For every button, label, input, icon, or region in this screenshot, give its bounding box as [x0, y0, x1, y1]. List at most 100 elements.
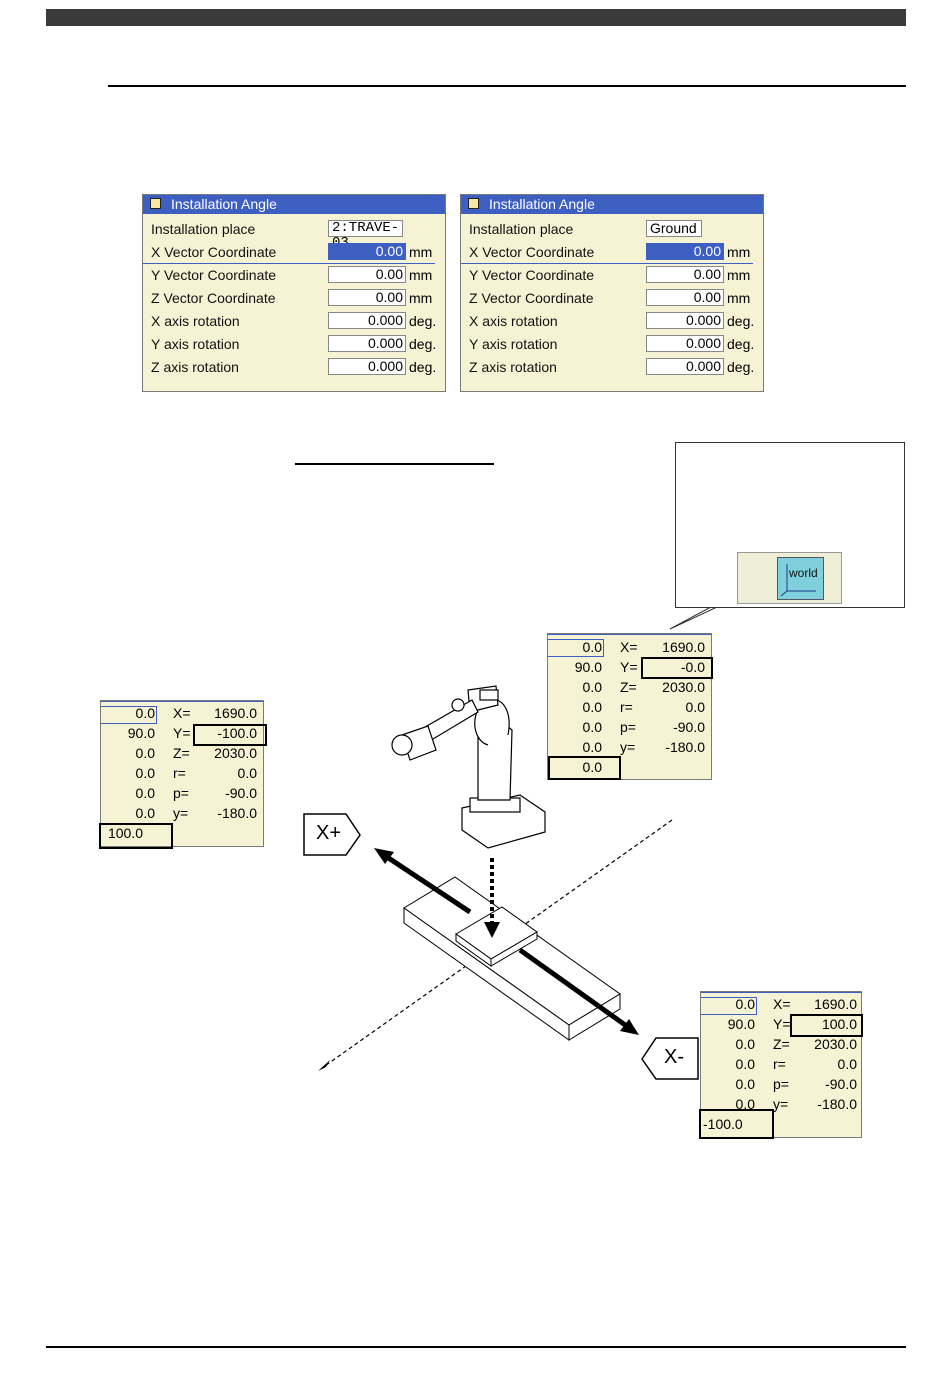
- z-vector-field[interactable]: 0.00: [328, 289, 406, 306]
- section-rule: [108, 85, 906, 87]
- z-rotation-field[interactable]: 0.000: [328, 358, 406, 375]
- unit-label: deg.: [409, 336, 437, 352]
- y-rotation-field[interactable]: 0.000: [328, 335, 406, 352]
- axis-value: 2030.0: [662, 679, 705, 695]
- row-label: Z axis rotation: [469, 359, 557, 375]
- joint-value: 90.0: [574, 659, 602, 675]
- axis-value: 100.0: [821, 1016, 857, 1032]
- axis-value: -90.0: [225, 785, 257, 801]
- world-label: world: [789, 566, 818, 580]
- panel-row-travel: 0.0: [548, 759, 711, 779]
- axis-key: Z=: [773, 1036, 790, 1052]
- row-y-rotation: Y axis rotation 0.000 deg.: [143, 333, 445, 356]
- highlight-travel-value: [699, 1109, 774, 1139]
- axis-key: Z=: [173, 745, 190, 761]
- x-vector-field[interactable]: 0.00: [328, 243, 406, 260]
- axis-key: r=: [773, 1056, 786, 1072]
- axis-value: 2030.0: [214, 745, 257, 761]
- axis-key: X=: [620, 639, 638, 655]
- row-label: Z Vector Coordinate: [469, 290, 594, 306]
- panel-top-line: [548, 634, 711, 635]
- footer-rule: [46, 1346, 906, 1348]
- joint-value: 0.0: [135, 765, 155, 781]
- x-vector-field[interactable]: 0.00: [646, 243, 724, 260]
- window-icon: [150, 198, 161, 209]
- x-rotation-field[interactable]: 0.000: [646, 312, 724, 329]
- panel-top-line: [101, 701, 263, 702]
- x-minus-label: X-: [664, 1046, 684, 1068]
- joint-value: 0.0: [735, 1096, 755, 1112]
- joint-value: 0.0: [135, 705, 155, 721]
- axis-value: 1690.0: [662, 639, 705, 655]
- y-rotation-field[interactable]: 0.000: [646, 335, 724, 352]
- z-vector-field[interactable]: 0.00: [646, 289, 724, 306]
- axis-value: 0.0: [837, 1056, 857, 1072]
- unit-label: mm: [409, 244, 433, 260]
- axis-key: X=: [173, 705, 191, 721]
- unit-label: deg.: [409, 359, 437, 375]
- unit-label: deg.: [409, 313, 437, 329]
- selected-joint-cell: [701, 997, 757, 1015]
- row-label: Z axis rotation: [151, 359, 239, 375]
- row-label: X axis rotation: [151, 313, 240, 329]
- axis-value: 1690.0: [214, 705, 257, 721]
- highlight-travel-value: [548, 756, 621, 780]
- x-rotation-field[interactable]: 0.000: [328, 312, 406, 329]
- axis-key: p=: [173, 785, 189, 801]
- dialog-title: Installation Angle: [171, 196, 277, 212]
- panel-row-travel: 100.0: [101, 825, 263, 845]
- axis-key: Z=: [620, 679, 637, 695]
- row-label: Y Vector Coordinate: [469, 267, 595, 283]
- z-rotation-field[interactable]: 0.000: [646, 358, 724, 375]
- selected-joint-cell: [101, 706, 157, 724]
- joint-value: 0.0: [582, 739, 602, 755]
- travel-axis-value: -100.0: [703, 1116, 743, 1132]
- row-z-rotation: Z axis rotation 0.000 deg.: [143, 356, 445, 379]
- row-x-rotation: X axis rotation 0.000 deg.: [461, 310, 763, 333]
- dialog-titlebar: Installation Angle: [461, 195, 763, 214]
- row-label: Y Vector Coordinate: [151, 267, 277, 283]
- joint-value: 0.0: [135, 805, 155, 821]
- panel-row: 0.0 Z= 2030.0: [101, 745, 263, 765]
- row-label: Installation place: [151, 221, 256, 237]
- axis-key: y=: [173, 805, 189, 821]
- unit-label: mm: [727, 290, 751, 306]
- highlight-y-value: [641, 657, 713, 679]
- x-plus-arrow-shaft: [382, 852, 472, 915]
- y-vector-field[interactable]: 0.00: [646, 266, 724, 283]
- joint-value: 0.0: [735, 1056, 755, 1072]
- row-separator: [143, 263, 435, 264]
- joint-value: 0.0: [135, 745, 155, 761]
- axis-value: -0.0: [680, 659, 705, 675]
- y-vector-field[interactable]: 0.00: [328, 266, 406, 283]
- panel-row: 0.0 X= 1690.0: [101, 705, 263, 725]
- row-label: X axis rotation: [469, 313, 558, 329]
- row-y-rotation: Y axis rotation 0.000 deg.: [461, 333, 763, 356]
- unit-label: mm: [409, 267, 433, 283]
- row-label: Z Vector Coordinate: [151, 290, 276, 306]
- robot-illustration: [391, 685, 546, 849]
- axis-key: y=: [620, 739, 636, 755]
- row-x-rotation: X axis rotation 0.000 deg.: [143, 310, 445, 333]
- joint-value: 0.0: [582, 699, 602, 715]
- mount-arrowhead: [484, 922, 500, 938]
- installation-angle-dialog-ground: Installation Angle Installation place Gr…: [460, 194, 764, 392]
- axis-key: Y=: [173, 725, 191, 741]
- world-coordinate-button[interactable]: world: [777, 557, 824, 600]
- x-plus-label: X+: [316, 822, 342, 844]
- y-axis-dashed-line: [321, 819, 673, 1069]
- travel-axis-value: 0.0: [582, 759, 602, 775]
- axis-key: r=: [173, 765, 186, 781]
- installation-place-field[interactable]: Ground: [646, 220, 702, 237]
- window-icon: [468, 198, 479, 209]
- installation-place-field[interactable]: 2:TRAVE-03: [328, 220, 403, 251]
- header-bar: [46, 9, 906, 26]
